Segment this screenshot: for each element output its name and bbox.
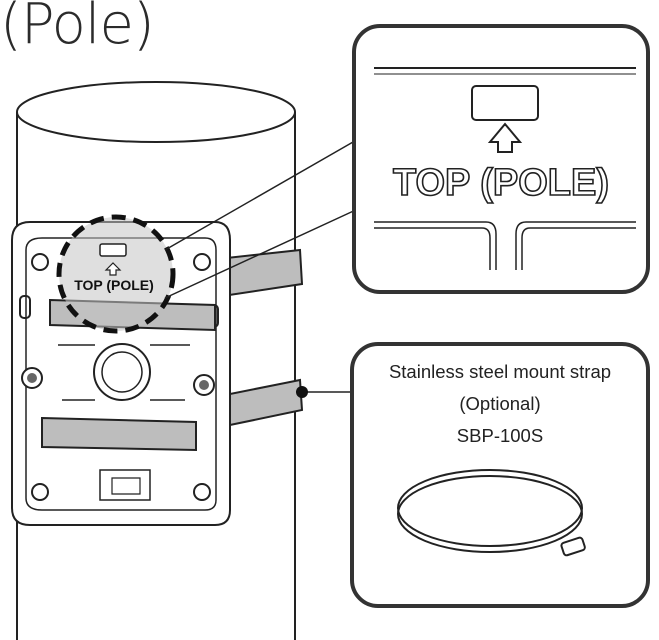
strap-model: SBP-100S xyxy=(456,425,544,446)
highlight-circle xyxy=(56,214,176,334)
pole xyxy=(16,81,296,640)
hose-clamp-illustration xyxy=(397,469,586,557)
zoom-panel xyxy=(352,24,650,294)
strap-note: (Optional) xyxy=(459,393,541,414)
bracket-top-label: TOP (POLE) xyxy=(74,277,154,293)
page-title: (Pole) xyxy=(0,0,155,57)
zoom-top-label: TOP (POLE) xyxy=(393,162,609,204)
strap-name: Stainless steel mount strap xyxy=(388,361,612,382)
strap-panel xyxy=(350,342,650,608)
strap-pointer-dot xyxy=(296,386,308,398)
callout-lines xyxy=(164,137,361,393)
